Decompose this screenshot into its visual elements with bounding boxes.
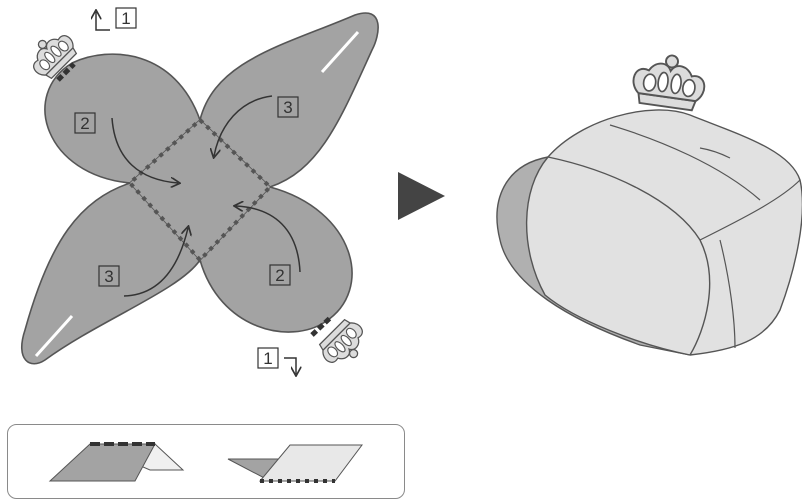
box-body — [525, 109, 802, 356]
step-label-2-left: 2 — [74, 112, 96, 134]
svg-text:2: 2 — [80, 114, 89, 133]
svg-text:1: 1 — [121, 9, 130, 28]
curved-arrow-icon — [111, 117, 178, 183]
step-label-1-top: 1 — [115, 7, 137, 29]
svg-text:3: 3 — [104, 267, 113, 286]
svg-text:1: 1 — [263, 349, 272, 368]
crown-icon — [629, 49, 710, 113]
box-seam — [547, 156, 711, 356]
fold-line-square — [127, 117, 273, 263]
valley-fold-icon — [227, 444, 363, 483]
assembled-box — [496, 49, 802, 356]
box-slit — [699, 147, 731, 159]
up-arrow-icon — [96, 12, 110, 31]
flat-template: 1 2 3 3 2 1 — [20, 7, 379, 374]
step-label-3-left: 3 — [98, 265, 120, 287]
step-label-1-bottom: 1 — [257, 347, 279, 369]
mountain-fold-icon — [48, 442, 185, 482]
crown-fold-top — [56, 62, 76, 82]
crown-fold-bottom — [310, 316, 332, 337]
box-seam — [719, 239, 736, 349]
down-arrow-icon — [284, 357, 296, 374]
step-label-2-right: 2 — [269, 264, 291, 286]
slit-bottom-left — [34, 314, 74, 358]
svg-text:3: 3 — [283, 98, 292, 117]
curved-arrow-icon — [123, 228, 188, 297]
box-seam — [609, 124, 761, 201]
svg-text:2: 2 — [275, 266, 284, 285]
crown-icon — [314, 314, 374, 374]
curved-arrow-icon — [236, 206, 301, 273]
center-panel — [130, 120, 270, 260]
box-seam — [699, 179, 801, 241]
play-triangle-icon — [398, 172, 445, 220]
step-label-3-right: 3 — [277, 96, 299, 118]
curved-arrow-icon — [214, 95, 273, 156]
slit-top-right — [320, 30, 360, 74]
